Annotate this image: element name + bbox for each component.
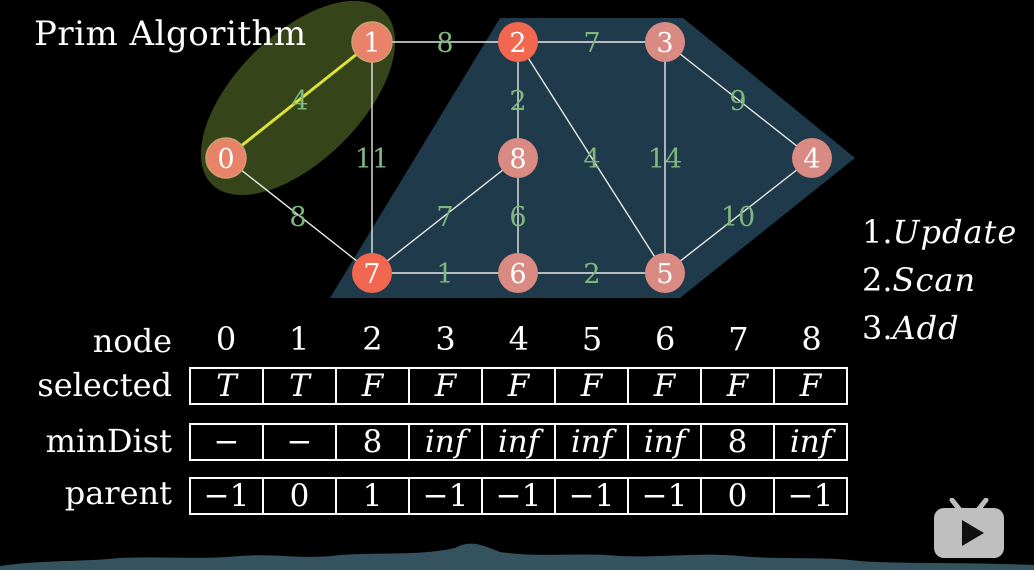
graph-node-3: 3 (645, 22, 685, 62)
graph-node-1: 1 (351, 21, 393, 63)
edge-weight-0-7: 8 (289, 202, 306, 233)
edge-weight-1-7: 11 (355, 144, 389, 175)
header-node-1: 1 (289, 320, 310, 358)
header-node-5: 5 (581, 320, 603, 358)
mindist-cell: − (262, 423, 337, 461)
parent-cell: 0 (262, 477, 337, 515)
header-node-8: 8 (801, 320, 822, 358)
graph-node-5: 5 (645, 253, 685, 293)
edge-weight-3-5: 14 (648, 144, 682, 175)
edge-weight-2-3: 7 (583, 28, 600, 59)
mindist-cell: 8 (335, 423, 410, 461)
edge-8-7 (371, 157, 519, 274)
parent-cell: −1 (189, 477, 264, 515)
selected-region (200, 0, 396, 196)
row-label-selected: selected (37, 366, 172, 404)
edge-weight-8-7: 7 (436, 202, 453, 233)
edge-3-4 (664, 41, 813, 159)
step-scan: 2.Scan (862, 261, 977, 299)
edge-weight-3-4: 9 (729, 86, 746, 117)
parent-cell: −1 (554, 477, 629, 515)
edge-weight-6-5: 2 (583, 259, 600, 290)
header-node-4: 4 (508, 320, 529, 358)
selected-cell: T (262, 367, 337, 405)
node-label: 0 (217, 144, 234, 175)
node-circle (792, 138, 832, 178)
selected-cell: F (408, 367, 483, 405)
parent-cell: −1 (773, 477, 848, 515)
row-label-parent: parent (64, 474, 172, 512)
edge-weight-1-2: 8 (436, 28, 453, 59)
node-label: 3 (656, 28, 673, 59)
selected-cell: F (627, 367, 702, 405)
graph-node-4: 4 (792, 138, 832, 178)
node-label: 8 (509, 144, 526, 175)
node-circle (498, 138, 538, 178)
mindist-cell: inf (481, 423, 556, 461)
parent-cell: −1 (627, 477, 702, 515)
algorithm-steps: 1.Update 2.Scan 3.Add (862, 208, 1017, 352)
edge-weight-0-1: 4 (291, 86, 308, 117)
edge-2-5 (517, 41, 666, 274)
mindist-cell: inf (554, 423, 629, 461)
player-logo-icon (934, 498, 1004, 558)
header-node-6: 6 (655, 320, 676, 358)
node-circle (498, 22, 538, 62)
mindist-cell: inf (408, 423, 483, 461)
graph-node-8: 8 (498, 138, 538, 178)
edge-0-1 (225, 40, 373, 160)
selected-cell: F (773, 367, 848, 405)
step-update: 1.Update (862, 213, 1018, 251)
header-node-0: 0 (215, 320, 237, 358)
mindist-cell: − (189, 423, 264, 461)
edge-weight-2-5: 4 (583, 144, 600, 175)
graph-node-7: 7 (352, 253, 392, 293)
parent-cell: 0 (700, 477, 775, 515)
parent-cell: −1 (408, 477, 483, 515)
node-label: 2 (509, 28, 526, 59)
row-label-node: node (92, 322, 172, 360)
parent-cell: −1 (481, 477, 556, 515)
parent-cell: 1 (335, 477, 410, 515)
edge-weight-2-8: 2 (509, 86, 526, 117)
node-circle (205, 137, 247, 179)
mindist-cell: inf (773, 423, 848, 461)
row-label-mindist: minDist (45, 422, 172, 460)
node-label: 1 (363, 28, 380, 59)
node-circle (351, 21, 393, 63)
header-node-3: 3 (435, 320, 456, 358)
page-title: Prim Algorithm (34, 14, 307, 54)
selected-cell: F (481, 367, 556, 405)
edge-weight-4-5: 10 (721, 202, 755, 233)
node-circle (352, 253, 392, 293)
header-node-7: 7 (728, 320, 749, 358)
edge-weight-7-6: 1 (436, 259, 453, 290)
header-node-2: 2 (362, 320, 383, 358)
selected-cell: T (189, 367, 264, 405)
edge-4-5 (664, 157, 813, 274)
selected-cell: F (554, 367, 629, 405)
mindist-cell: inf (627, 423, 702, 461)
mindist-cell: 8 (700, 423, 775, 461)
node-circle (645, 22, 685, 62)
edge-weight-8-6: 6 (509, 202, 526, 233)
selected-cell: F (335, 367, 410, 405)
node-label: 6 (509, 259, 526, 290)
node-circle (645, 253, 685, 293)
edge-0-7 (225, 157, 373, 274)
graph-node-6: 6 (498, 253, 538, 293)
audio-waveform (0, 543, 1034, 570)
node-label: 7 (363, 259, 380, 290)
node-circle (498, 253, 538, 293)
node-label: 5 (656, 259, 673, 290)
selected-cell: F (700, 367, 775, 405)
step-add: 3.Add (862, 309, 960, 347)
node-label: 4 (803, 144, 820, 175)
graph-node-2: 2 (498, 22, 538, 62)
graph-node-0: 0 (205, 137, 247, 179)
